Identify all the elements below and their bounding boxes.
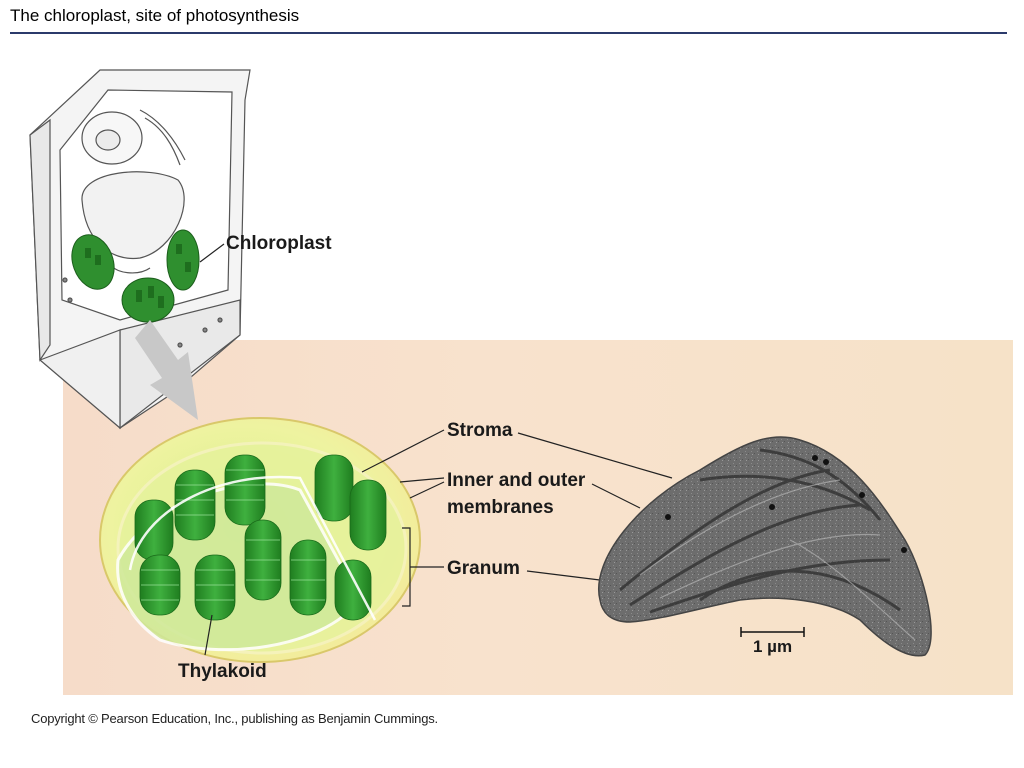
slide-title: The chloroplast, site of photosynthesis bbox=[10, 6, 300, 25]
scale-bar-label: 1 µm bbox=[753, 637, 792, 656]
electron-micrograph bbox=[598, 436, 932, 657]
membranes-label-line1: Inner and outer bbox=[447, 470, 586, 491]
thylakoid-label: Thylakoid bbox=[178, 661, 267, 682]
chloroplast-cutaway bbox=[99, 417, 421, 663]
leader-lines bbox=[204, 429, 673, 656]
title-divider bbox=[10, 32, 1007, 34]
membranes-label-line2: membranes bbox=[447, 497, 554, 518]
scale-bar bbox=[740, 627, 805, 637]
chloroplast-leader-line bbox=[199, 243, 225, 263]
zoom-arrow bbox=[135, 320, 198, 420]
chloroplast-label: Chloroplast bbox=[226, 233, 332, 254]
grana-stacks bbox=[134, 454, 387, 621]
copyright-notice: Copyright © Pearson Education, Inc., pub… bbox=[31, 711, 438, 726]
cell-chloroplasts bbox=[71, 229, 200, 323]
granum-label: Granum bbox=[447, 558, 520, 579]
stroma-label: Stroma bbox=[447, 420, 513, 441]
